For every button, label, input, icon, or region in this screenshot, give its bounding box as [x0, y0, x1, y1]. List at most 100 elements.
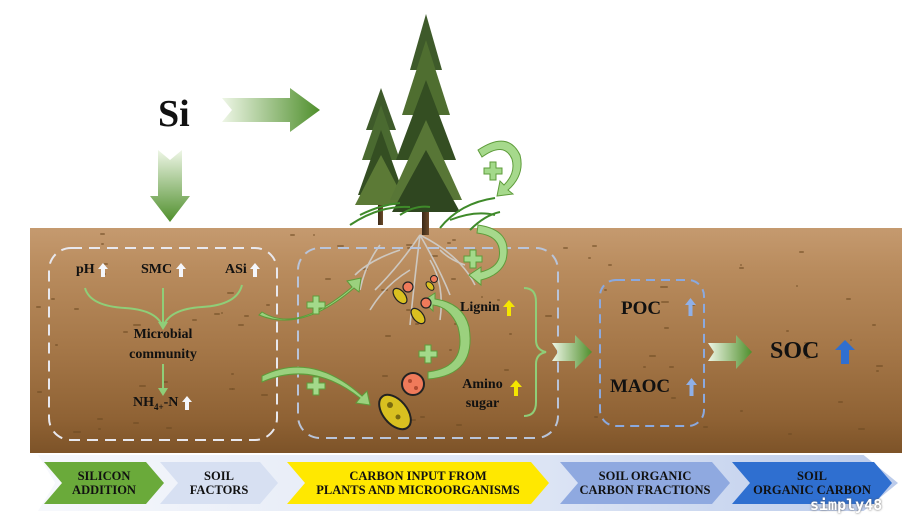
carbon-input-box [297, 247, 559, 439]
soil-speck [382, 375, 389, 378]
carbon-bracket [523, 287, 547, 417]
arrow-up-icon [175, 262, 186, 277]
soil-factors-box [48, 247, 278, 441]
soil-speck [805, 357, 811, 360]
soil-speck [228, 387, 233, 390]
roots-icon [354, 234, 476, 326]
soil-speck [660, 285, 668, 288]
soil-speck [191, 318, 197, 321]
soil-speck [405, 309, 411, 312]
soil-speck [587, 257, 592, 260]
soil-speck [97, 417, 103, 420]
nh4-tail: -N [163, 395, 179, 410]
soil-speck [563, 246, 568, 249]
soil-speck [508, 333, 512, 336]
watermark: simply48 [810, 496, 883, 514]
soil-speck [37, 391, 42, 394]
understory-plants-icon [349, 197, 501, 231]
soil-speck [875, 365, 883, 368]
plus-icon [483, 161, 503, 181]
soil-factor-connectors [84, 284, 243, 396]
soil-speck [804, 342, 809, 345]
poc-label: POC [621, 298, 662, 319]
arrow-up-icon [503, 300, 516, 316]
maoc-label: MAOC [610, 376, 671, 397]
soil-to-roots-arrow-icon [258, 277, 362, 321]
soil-speck [449, 349, 452, 352]
si-to-plant-arrow-icon [222, 88, 320, 132]
soil-speck [244, 314, 250, 317]
si-to-soil-arrow-icon [150, 150, 190, 222]
soil-speck [213, 313, 220, 315]
soil-speck [456, 423, 463, 426]
soil-speck [739, 266, 744, 269]
stage-line1: SOIL [797, 469, 827, 483]
soil-speck [702, 425, 709, 428]
ph-label: pH [76, 262, 95, 277]
stage-line1: SOIL [204, 469, 234, 483]
stage-line1: CARBON INPUT FROM [349, 469, 487, 483]
soil-speck [545, 314, 552, 317]
soil-speck [480, 296, 484, 299]
lignin-item: Lignin [460, 300, 516, 316]
nh4-factor: NH4+-N [133, 395, 192, 412]
carbon-to-fractions-arrow-icon [552, 335, 592, 369]
soil-speck [415, 322, 419, 325]
arrow-up-icon [510, 380, 522, 396]
soil-speck [362, 267, 369, 270]
soil-speck [230, 373, 234, 376]
ph-factor: pH [76, 262, 109, 278]
soil-speck [447, 241, 452, 244]
soil-speck [98, 428, 102, 431]
soc-label: SOC [770, 338, 820, 364]
soil-to-microbes-arrow-icon [261, 366, 371, 406]
soil-speck [739, 410, 743, 413]
soil-speck [337, 244, 345, 247]
smc-label: SMC [141, 262, 173, 277]
arrow-up-icon [250, 262, 261, 277]
soil-speck [226, 291, 234, 294]
soil-speck [795, 285, 799, 288]
asi-factor: ASi [225, 262, 261, 278]
soil-speck [265, 304, 270, 307]
stage-line1: SOIL ORGANIC [598, 469, 692, 483]
soil-speck [604, 288, 608, 291]
microbes-icon [378, 275, 438, 431]
microbial-line1: Microbial [133, 327, 193, 342]
asi-label: ASi [225, 262, 247, 277]
soil-speck [872, 324, 876, 327]
soil-speck [35, 305, 42, 308]
soil-speck [608, 264, 612, 267]
silicon-label: Si [158, 93, 190, 135]
soil-speck [261, 393, 269, 396]
stage-line2: FACTORS [189, 483, 249, 497]
soil-speck [739, 264, 742, 267]
smc-factor: SMC [141, 262, 186, 278]
fractions-to-soc-arrow-icon [708, 335, 752, 369]
soil-speck [312, 233, 315, 236]
stage-line2: CARBON FRACTIONS [579, 483, 711, 497]
soil-speck [238, 323, 244, 326]
arrow-up-icon [181, 395, 192, 410]
microbial-line2: community [129, 347, 197, 362]
soil-speck [102, 263, 108, 266]
soil-speck [838, 401, 843, 404]
soil-speck [409, 418, 416, 421]
plus-icon [418, 344, 438, 364]
soil-speck [668, 366, 674, 369]
soil-speck [591, 244, 597, 247]
soil-speck [161, 380, 169, 383]
stage-line2: PLANTS AND MICROORGANISMS [316, 483, 520, 497]
soil-speck [876, 370, 880, 373]
soil-speck [74, 307, 79, 310]
tree-large-icon [390, 14, 462, 235]
soil-speck [648, 355, 657, 358]
soil-speck [123, 331, 128, 334]
soil-speck [406, 244, 415, 247]
plus-icon [306, 376, 326, 396]
arrow-up-icon [685, 298, 696, 316]
